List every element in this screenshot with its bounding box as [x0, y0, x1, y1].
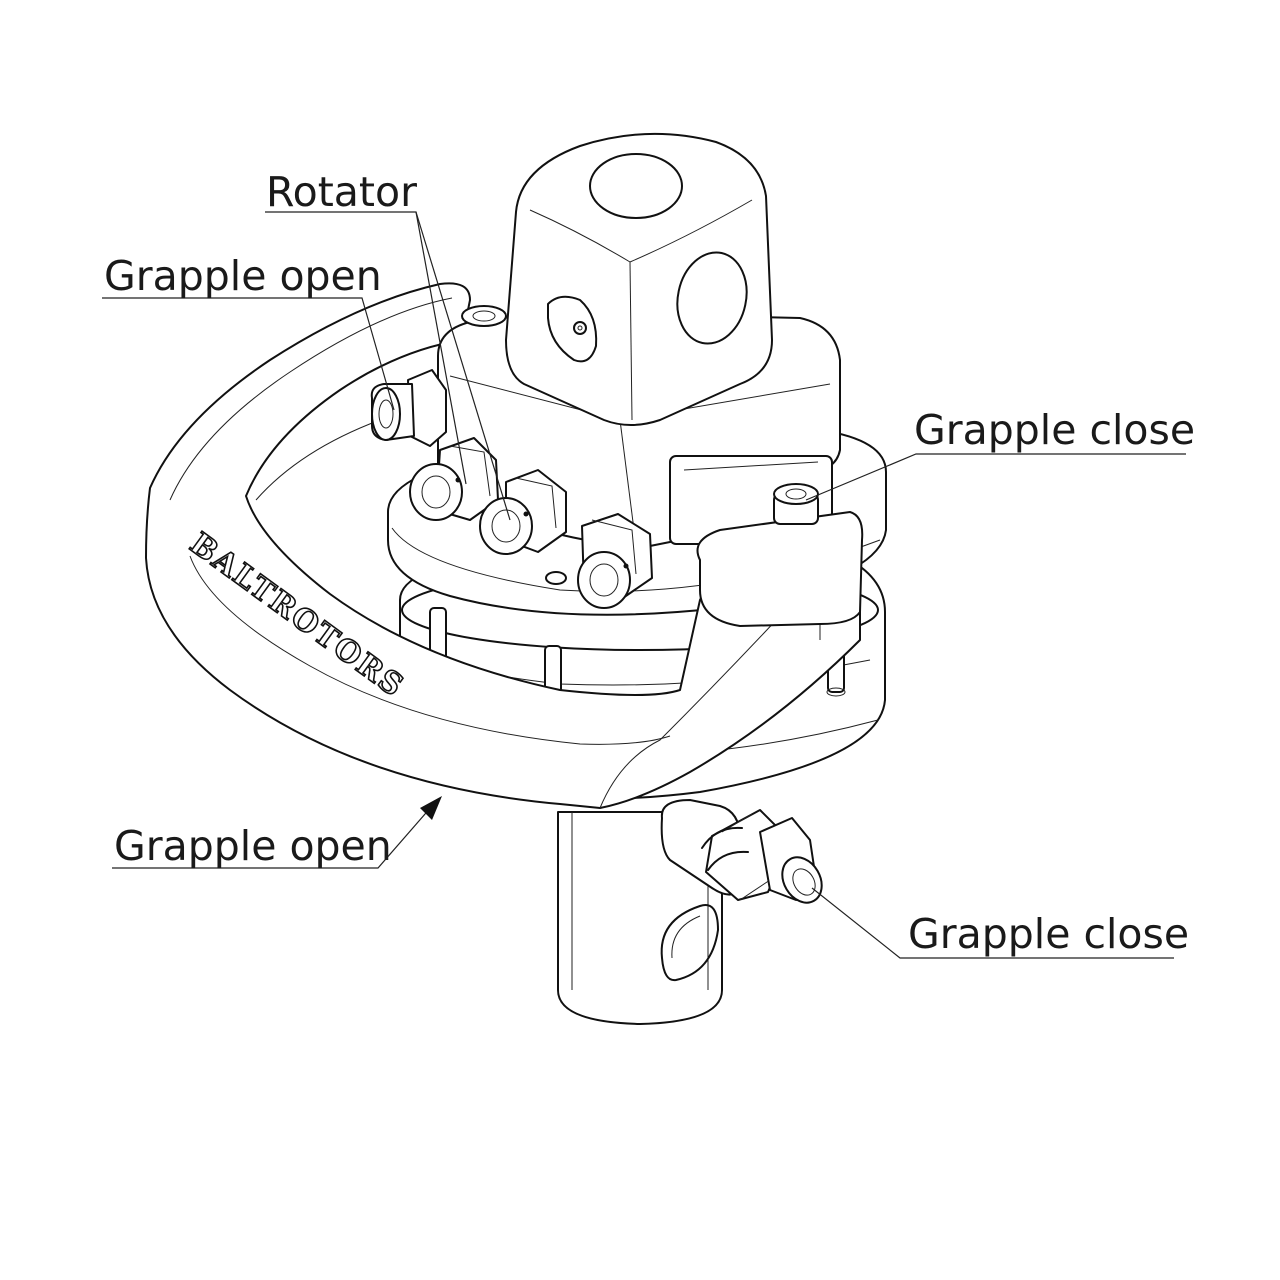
rotator-head: [505, 132, 773, 426]
callout-leaders: [102, 211, 1186, 959]
fitting-grapple-open-top: [370, 369, 447, 447]
grapple-open-top-leader: [102, 297, 395, 411]
grapple-open-bottom-label: Grapple open: [114, 822, 392, 870]
fitting-rotator-2: [479, 469, 567, 555]
arrow-head-icon: [420, 796, 442, 820]
side-clamp: [696, 483, 864, 627]
grapple-close-top-label: Grapple close: [914, 406, 1195, 454]
rotator-label: Rotator: [266, 168, 417, 216]
grapple-close-top-leader: [805, 453, 1186, 501]
grapple-close-bottom-leader: [811, 887, 1174, 959]
bottom-hose-fitting: [660, 799, 823, 904]
fitting-rotator-1: [409, 437, 499, 521]
small-plug: [545, 571, 567, 585]
grapple-close-bottom-label: Grapple close: [908, 910, 1189, 958]
grapple-open-top-label: Grapple open: [104, 252, 382, 300]
grapple-open-bottom-leader: [112, 805, 433, 869]
fitting-grapple-close-top: [577, 513, 653, 609]
top-bolt: [461, 305, 507, 327]
